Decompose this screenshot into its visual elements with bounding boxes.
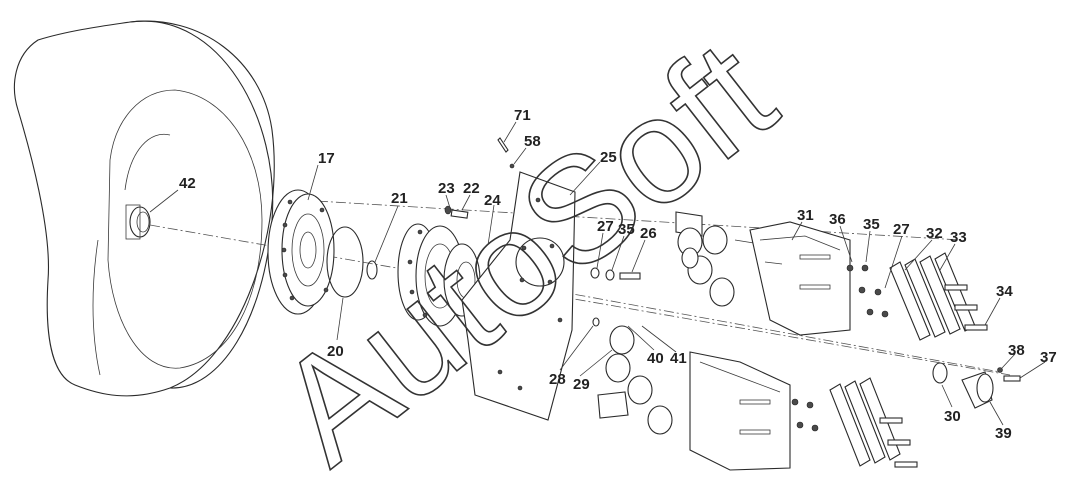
part-label: 37 — [1040, 349, 1057, 366]
part-label: 20 — [327, 343, 344, 360]
flange-17 — [267, 189, 335, 315]
clamp-plates-lower — [791, 377, 918, 468]
drum-shell — [13, 20, 275, 397]
valve-cluster-lower — [592, 317, 673, 435]
part-label: 30 — [944, 408, 961, 425]
part-label: 29 — [573, 376, 590, 393]
fasteners-26-27-35 — [590, 267, 641, 281]
part-label: 32 — [926, 225, 943, 242]
part-label: 40 — [647, 350, 664, 367]
gearbox-assembly — [397, 223, 481, 327]
clamp-plates-32-33 — [889, 252, 988, 341]
part-label: 41 — [670, 350, 687, 367]
bolts-22-23 — [444, 205, 469, 219]
part-label: 27 — [597, 218, 614, 235]
washer-38 — [997, 367, 1003, 373]
part-label: 42 — [179, 175, 196, 192]
part-label: 35 — [863, 216, 880, 233]
part-label: 28 — [549, 371, 566, 388]
part-label: 38 — [1008, 342, 1025, 359]
pin-71-58 — [497, 137, 515, 169]
part-label: 27 — [893, 221, 910, 238]
bracket-lower — [689, 351, 791, 471]
part-label: 34 — [996, 283, 1013, 300]
part-labels: 17 42 20 21 23 22 24 71 58 25 27 35 26 3… — [179, 107, 1057, 442]
part-label: 22 — [463, 180, 480, 197]
part-label: 24 — [484, 192, 501, 209]
leader-lines — [149, 121, 1046, 426]
part-label: 31 — [797, 207, 814, 224]
oring-20 — [326, 226, 364, 298]
part-label: 58 — [524, 133, 541, 150]
part-label: 71 — [514, 107, 531, 124]
bolt-37 — [1003, 375, 1021, 382]
mount-plate — [461, 171, 576, 421]
part-label: 39 — [995, 425, 1012, 442]
valve-cluster-upper — [675, 211, 761, 307]
bracket-31-upper — [749, 221, 851, 336]
upper-axis — [299, 199, 961, 241]
part-label: 17 — [318, 150, 335, 167]
part-label: 36 — [829, 211, 846, 228]
nuts-36 — [846, 264, 889, 318]
hub-42 — [125, 204, 151, 240]
part-label: 26 — [640, 225, 657, 242]
part-label: 21 — [391, 190, 408, 207]
part-label: 35 — [618, 221, 635, 238]
part-label: 25 — [600, 149, 617, 166]
part-label: 23 — [438, 180, 455, 197]
lower-axis — [539, 287, 1001, 373]
part-label: 33 — [950, 229, 967, 246]
fitting-39 — [961, 371, 994, 409]
oring-30 — [932, 362, 948, 384]
oring-21 — [366, 260, 378, 280]
